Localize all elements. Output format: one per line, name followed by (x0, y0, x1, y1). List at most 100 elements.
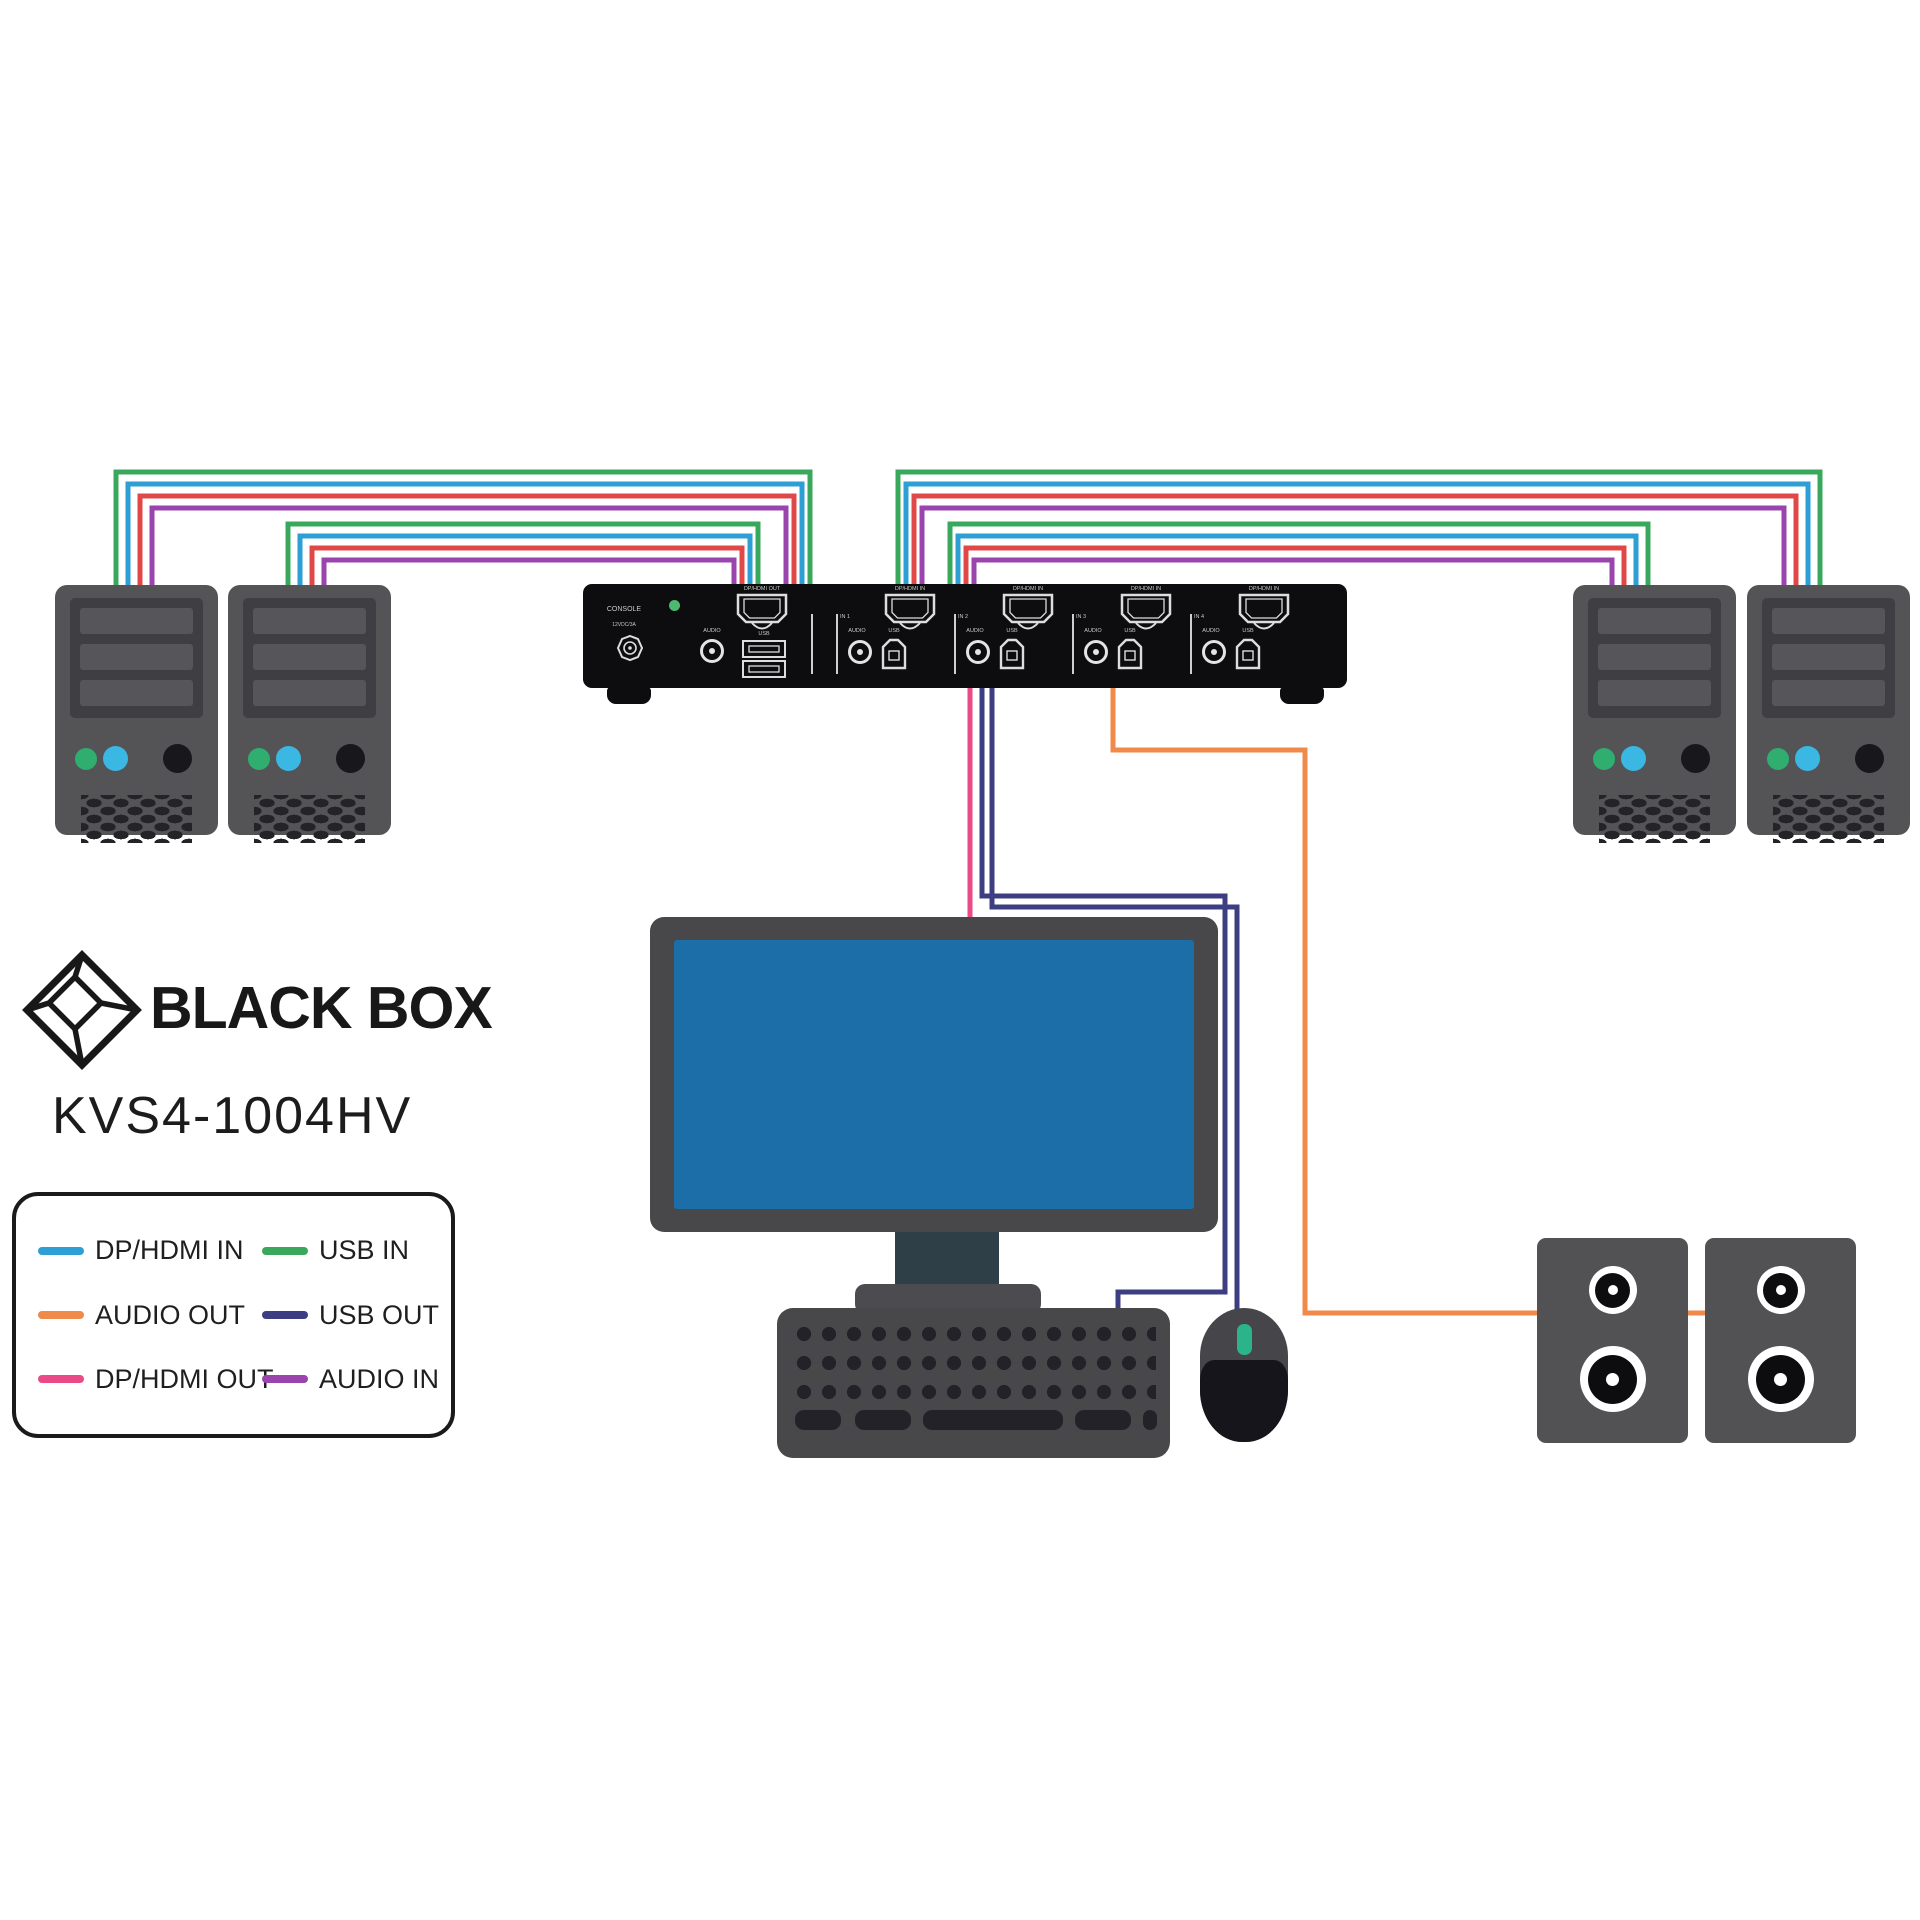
legend-label: DP/HDMI OUT (95, 1363, 274, 1394)
drive-bay (1598, 644, 1711, 670)
power-label: 12VDC/3A (612, 622, 636, 628)
legend-item: USB IN (262, 1235, 451, 1266)
mouse-scroll-wheel (1237, 1324, 1252, 1355)
group-audio-label: AUDIO (966, 628, 984, 634)
product-model: KVS4-1004HV (52, 1087, 413, 1145)
cable-pc4-usb-in (895, 469, 1823, 610)
speaker-left (1537, 1238, 1688, 1443)
group-audio-label: AUDIO (1202, 628, 1220, 634)
kvm-switch-rear-panel: CONSOLE 12VDC/3A DP/HDMI OUT AUDIO USB I… (583, 584, 1347, 704)
audio-in-jack-icon (1202, 640, 1226, 664)
group-divider (836, 614, 838, 674)
drive-bay-panel (1762, 598, 1895, 718)
group-video-label: DP/HDMI IN (1130, 586, 1162, 592)
drive-bay (80, 644, 193, 670)
keyboard-key-wide (1075, 1410, 1131, 1430)
computer-tower-4 (1747, 585, 1910, 843)
cable-keyboard-usb-out (979, 660, 1228, 1318)
tower-button-green (1767, 748, 1789, 770)
usb-b-port-icon (1231, 637, 1265, 671)
group-audio-label: AUDIO (848, 628, 866, 634)
kvm-foot (1280, 687, 1324, 704)
speaker-woofer (1579, 1346, 1646, 1412)
monitor (650, 917, 1218, 1232)
audio-in-jack-icon (848, 640, 872, 664)
legend-item: AUDIO IN (262, 1364, 451, 1395)
cable-pc4-audio-in (919, 505, 1787, 610)
legend-label: AUDIO OUT (95, 1299, 246, 1330)
group-audio-label: AUDIO (1084, 628, 1102, 634)
console-audio-label: AUDIO (703, 628, 721, 634)
legend-chip-dp-hdmi-in (38, 1246, 84, 1255)
keyboard (777, 1308, 1170, 1458)
console-usb-ports-icon (741, 639, 787, 679)
group-divider (1190, 614, 1192, 674)
group-divider (954, 614, 956, 674)
power-led (669, 600, 680, 611)
vent-grid (81, 795, 192, 843)
legend-label: DP/HDMI IN (95, 1235, 244, 1266)
drive-bay-panel (70, 598, 203, 718)
drive-bay (1772, 644, 1885, 670)
cable-pc1-usb-in (113, 469, 813, 610)
mouse-body-lower (1200, 1360, 1288, 1442)
cable-pc2-usb-in (285, 521, 761, 610)
cable-speaker-audio-out (1110, 660, 1550, 1316)
group-id-label: IN 1 (840, 614, 851, 620)
console-label: CONSOLE (606, 606, 642, 613)
legend-item: DP/HDMI OUT (38, 1364, 274, 1395)
speaker-tweeter (1756, 1266, 1805, 1314)
cable-mouse-usb-out (989, 660, 1240, 1322)
group-id-label: IN 2 (958, 614, 969, 620)
power-button (1681, 744, 1710, 773)
power-button (163, 744, 192, 773)
legend-chip-audio-out (38, 1311, 84, 1319)
vent-grid (254, 795, 365, 843)
monitor-screen (674, 940, 1194, 1209)
power-connector-icon (616, 634, 644, 662)
cable-pc2-video-red (309, 545, 745, 610)
cable-pc4-video-red (911, 493, 1799, 610)
legend-item: DP/HDMI IN (38, 1235, 262, 1266)
cable-pc1-video-red (137, 493, 797, 610)
drive-bay-panel (1588, 598, 1721, 718)
legend-item: AUDIO OUT (38, 1300, 262, 1331)
dp-hdmi-in-port-icon (884, 593, 936, 633)
tower-button-green (1593, 748, 1615, 770)
mouse (1200, 1308, 1288, 1442)
audio-in-jack-icon (966, 640, 990, 664)
legend-box: DP/HDMI IN USB IN AUDIO OUT USB OUT DP/H… (12, 1192, 455, 1438)
keyboard-spacebar (923, 1410, 1063, 1430)
keyboard-key-wide (795, 1410, 841, 1430)
black-box-logo-icon (22, 950, 142, 1070)
port-group-1: IN 1 AUDIO USB DP/HDMI IN (836, 584, 954, 688)
keyboard-key-wide (855, 1410, 911, 1430)
port-group-4: IN 4 AUDIO USB DP/HDMI IN (1190, 584, 1308, 688)
group-usb-label: USB (1124, 628, 1136, 634)
console-usb-label: USB (758, 631, 770, 637)
legend-chip-dp-hdmi-out (38, 1375, 84, 1384)
dp-hdmi-in-port-icon (1002, 593, 1054, 633)
vent-grid (1773, 795, 1884, 843)
port-group-3: IN 3 AUDIO USB DP/HDMI IN (1072, 584, 1190, 688)
tower-button-cyan (1621, 746, 1646, 771)
speaker-right (1705, 1238, 1856, 1443)
legend-item: USB OUT (262, 1300, 451, 1331)
cable-pc2-dphdmi-in (297, 533, 753, 610)
console-audio-jack-icon (700, 639, 724, 663)
speaker-woofer (1747, 1346, 1814, 1412)
brand-name: BLACK BOX (150, 975, 493, 1041)
drive-bay (253, 644, 366, 670)
audio-in-jack-icon (1084, 640, 1108, 664)
dp-hdmi-in-port-icon (1120, 593, 1172, 633)
dp-hdmi-in-port-icon (1238, 593, 1290, 633)
dp-hdmi-out-port-icon (736, 593, 788, 633)
power-button (336, 744, 365, 773)
cable-pc3-dphdmi-in (955, 533, 1639, 610)
section-divider (811, 614, 813, 674)
computer-tower-2 (228, 585, 391, 843)
group-usb-label: USB (888, 628, 900, 634)
cable-pc1-audio-in (149, 505, 789, 610)
